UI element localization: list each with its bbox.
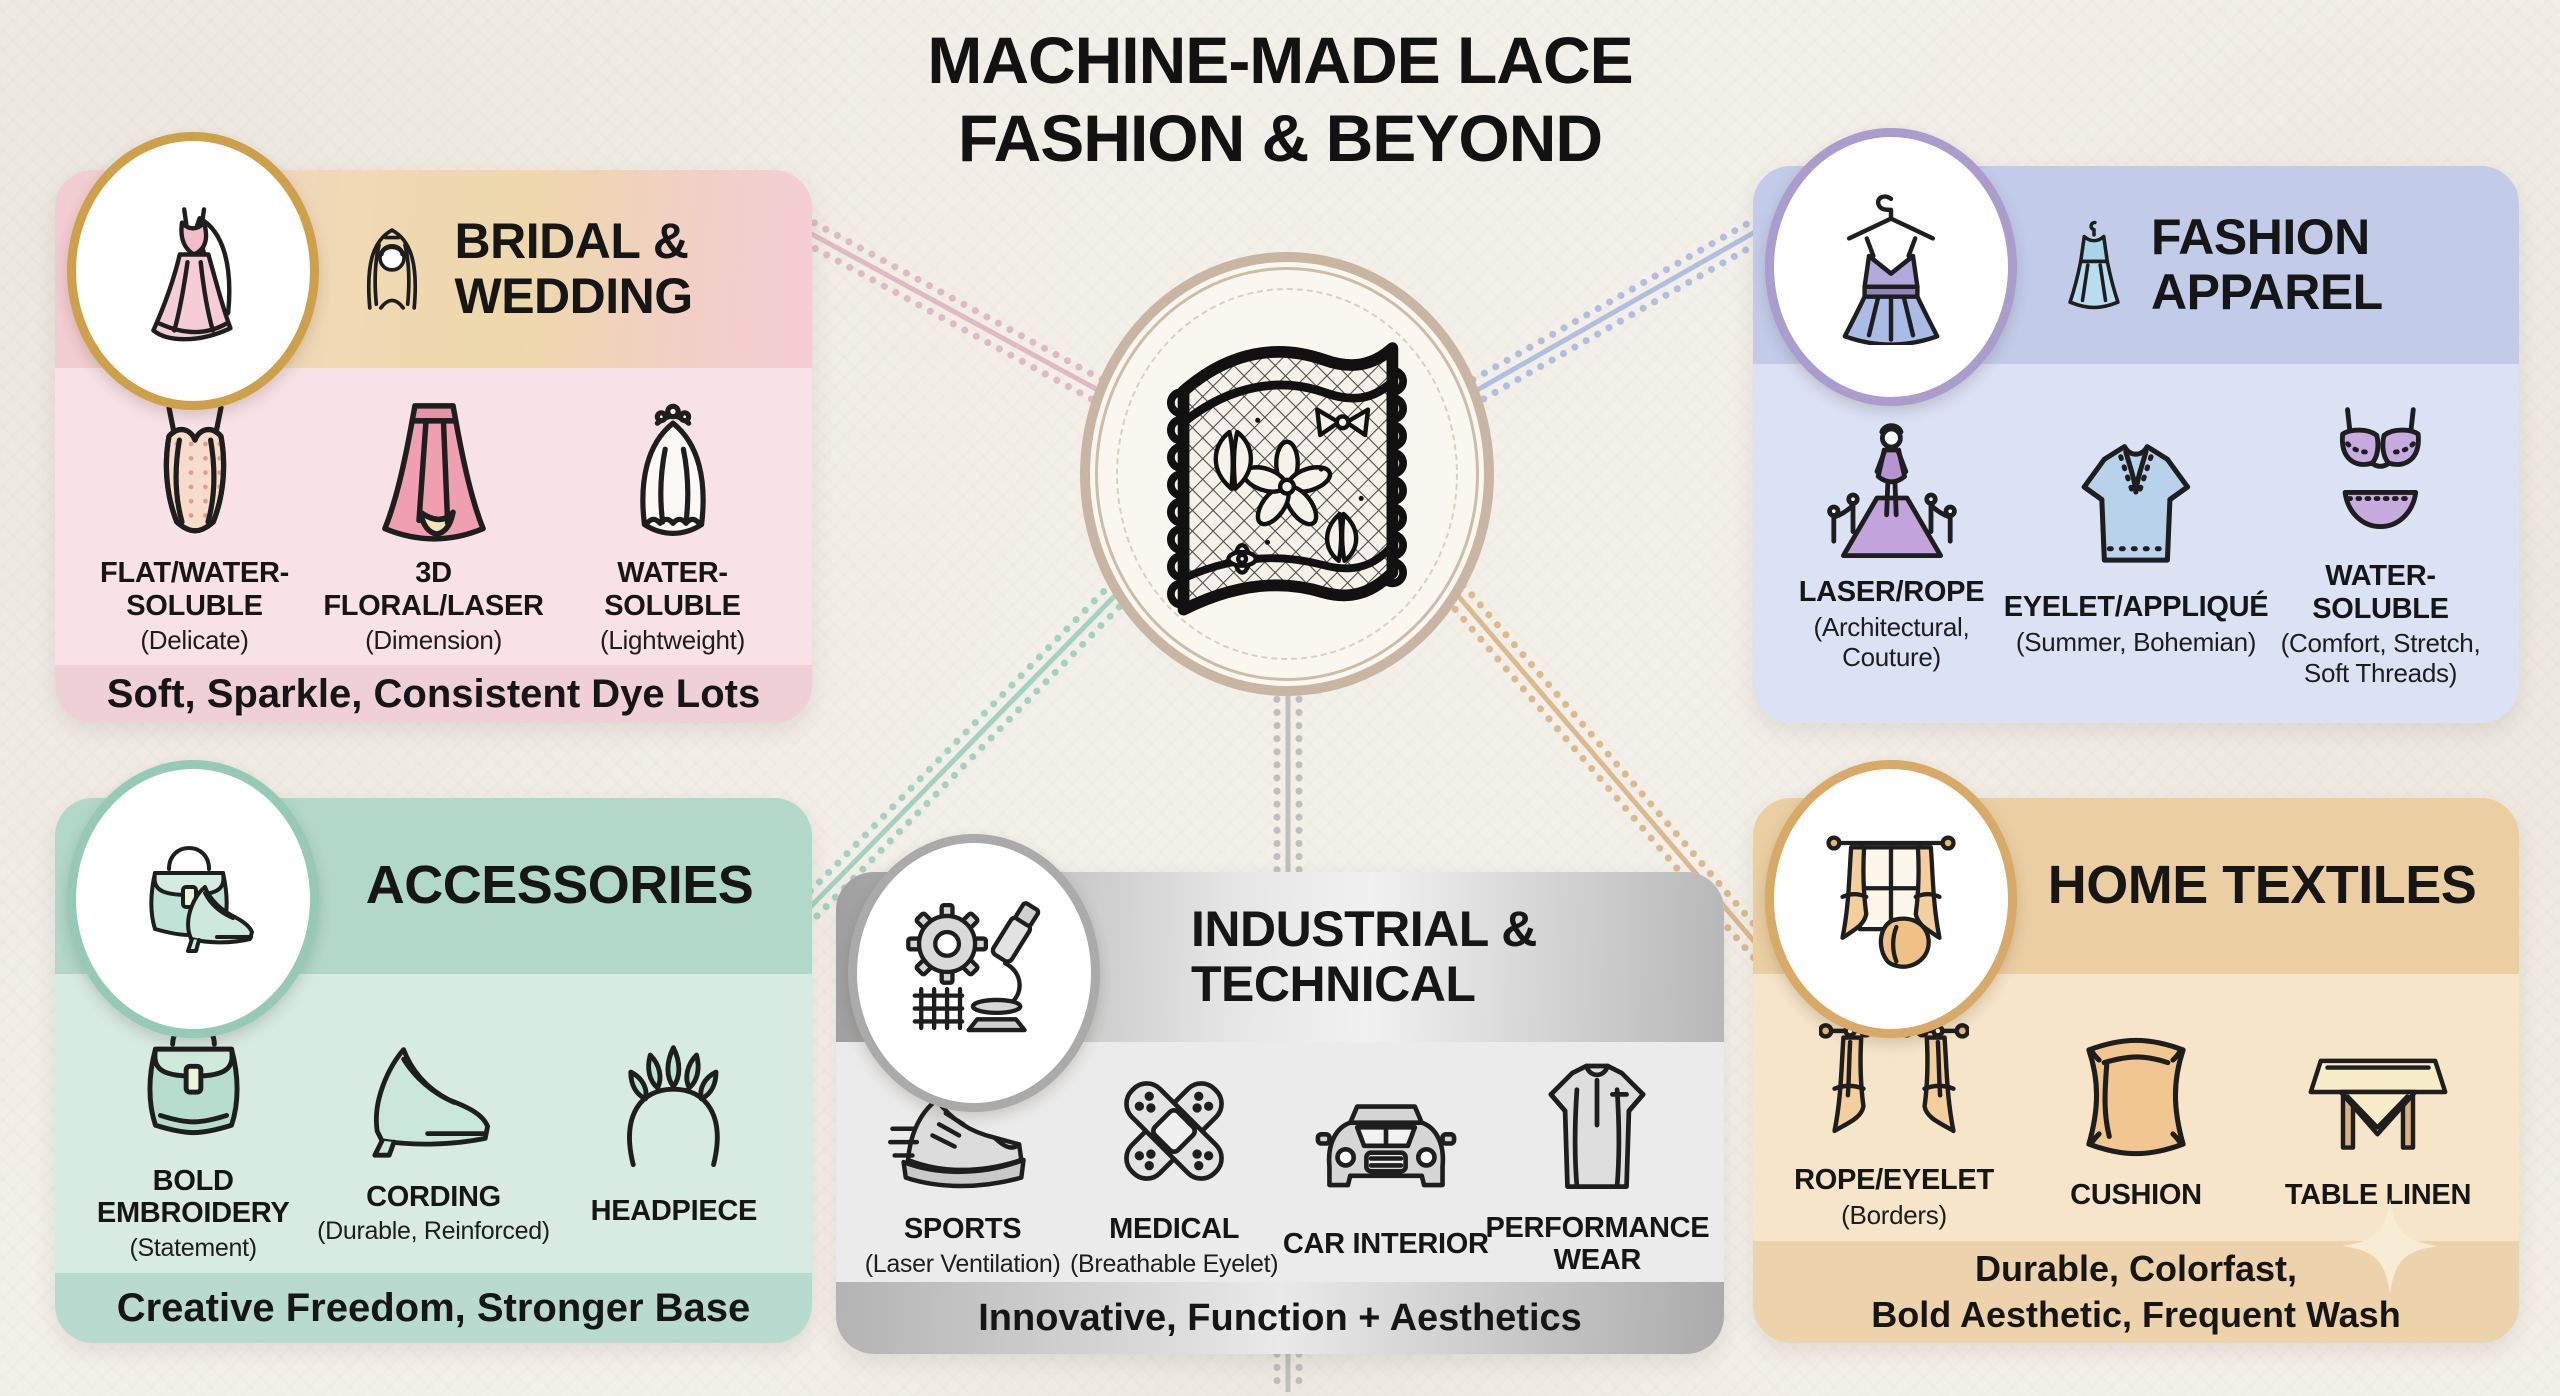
item-sublabel: (Summer, Bohemian) <box>2015 626 2257 657</box>
title-line-2: FASHION & BEYOND <box>957 100 1603 175</box>
accessories-footer: Creative Freedom, Stronger Base <box>55 1273 812 1343</box>
page-title: MACHINE-MADE LACE FASHION & BEYOND <box>0 22 2560 178</box>
curtain-window-icon <box>1826 835 1956 969</box>
panel-bridal-wedding: BRIDAL & WEDDING <box>55 132 812 723</box>
item-sublabel: (Breathable Eyelet) <box>1070 1249 1279 1278</box>
handbag-icon <box>126 985 261 1153</box>
item-label: BOLD EMBROIDERY <box>96 1164 290 1230</box>
item-label: 3D FLORAL/LASER <box>323 557 544 622</box>
blouse-icon <box>2064 411 2209 579</box>
table-linen-icon <box>2303 999 2453 1167</box>
corset-icon <box>130 377 260 545</box>
fashion-items: LASER/ROPE (Architectural, Couture) EYEL… <box>1753 364 2519 705</box>
industrial-footer-text: Innovative, Function + Aesthetics <box>978 1296 1582 1339</box>
skirt-icon <box>364 377 504 545</box>
item-sublabel: (Borders) <box>1841 1199 1947 1230</box>
bandage-icon <box>1104 1045 1244 1201</box>
item-label: CORDING <box>366 1180 501 1213</box>
home-footer-text: Durable, Colorfast, Bold Aesthetic, Freq… <box>1871 1247 2401 1335</box>
home-item-3: TABLE LINEN <box>2259 999 2497 1215</box>
accessories-items: BOLD EMBROIDERY (Statement) CORDING (Dur… <box>55 974 812 1273</box>
fashion-title: FASHION APPAREL <box>2151 209 2383 320</box>
bridal-title: BRIDAL & WEDDING <box>454 213 694 324</box>
bridal-footer-text: Soft, Sparkle, Consistent Dye Lots <box>106 671 761 716</box>
item-sublabel: (Comfort, Stretch, Soft Threads) <box>2280 628 2481 688</box>
industrial-item-2: MEDICAL (Breathable Eyelet) <box>1070 1045 1279 1278</box>
accessories-item-3: HEADPIECE <box>554 1015 794 1231</box>
industrial-title: INDUSTRIAL & TECHNICAL <box>1191 901 1537 1012</box>
item-label: ROPE/EYELET <box>1794 1164 1994 1197</box>
industrial-item-3: CAR INTERIOR <box>1283 1060 1489 1264</box>
high-heel-icon <box>358 1001 508 1169</box>
sneaker-icon <box>887 1045 1038 1201</box>
lace-swatch-icon <box>1166 342 1408 616</box>
item-label: CUSHION <box>2070 1179 2202 1212</box>
item-label: TABLE LINEN <box>2284 1179 2472 1212</box>
industrial-badge-circle <box>848 834 1100 1112</box>
home-items: ROPE/EYELET (Borders) CUSHION <box>1753 974 2519 1241</box>
veil-icon <box>608 377 738 545</box>
item-label: SPORTS <box>903 1213 1022 1246</box>
item-sublabel: (Delicate) <box>140 625 249 656</box>
cushion-icon <box>2066 999 2206 1167</box>
item-sublabel: (Architectural, Couture) <box>1813 611 1970 672</box>
gear-microscope-icon <box>906 901 1041 1033</box>
item-label: FLAT/WATER-SOLUBLE <box>100 557 289 622</box>
sparkle-icon <box>2342 1198 2438 1294</box>
wedding-dress-icon <box>151 207 233 342</box>
accessories-item-2: CORDING (Durable, Reinforced) <box>313 1001 553 1246</box>
industrial-item-4: PERFORMANCE WEAR <box>1485 1044 1710 1281</box>
accessories-badge-circle <box>67 760 319 1038</box>
performance-shirt-icon <box>1532 1044 1662 1200</box>
panel-home-textiles: HOME TEXTILES <box>1753 760 2519 1343</box>
car-icon <box>1311 1060 1461 1216</box>
industrial-item-1: SPORTS (Laser Ventilation) <box>860 1045 1066 1278</box>
item-label: WATER-SOLUBLE <box>604 557 741 622</box>
bride-veil-icon <box>355 221 429 317</box>
item-label: CAR INTERIOR <box>1282 1227 1489 1260</box>
title-line-1: MACHINE-MADE LACE <box>927 23 1633 97</box>
accessories-item-1: BOLD EMBROIDERY (Statement) <box>73 985 313 1263</box>
item-label: MEDICAL <box>1109 1213 1240 1246</box>
accessories-footer-text: Creative Freedom, Stronger Base <box>116 1285 751 1330</box>
item-sublabel: (Durable, Reinforced) <box>317 1217 550 1246</box>
industrial-footer: Innovative, Function + Aesthetics <box>836 1282 1724 1354</box>
fashion-item-1: LASER/ROPE (Architectural, Couture) <box>1771 396 2012 672</box>
home-item-2: CUSHION <box>2017 999 2255 1215</box>
item-sublabel: (Statement) <box>129 1233 258 1262</box>
bridal-badge-circle <box>67 132 319 410</box>
item-sublabel: (Lightweight) <box>600 625 745 656</box>
runway-model-icon <box>1817 396 1967 564</box>
fashion-badge-circle <box>1765 128 2017 406</box>
bridal-items: FLAT/WATER-SOLUBLE (Delicate) 3D FLORAL/… <box>55 368 812 665</box>
home-title: HOME TEXTILES <box>2047 855 2477 916</box>
bridal-footer: Soft, Sparkle, Consistent Dye Lots <box>55 665 812 723</box>
item-sublabel: (Laser Ventilation) <box>864 1249 1061 1278</box>
accessories-title: ACCESSORIES <box>365 855 754 916</box>
panel-fashion-apparel: FASHION APPAREL <box>1753 128 2519 723</box>
handbag-heel-icon <box>149 846 254 953</box>
item-label: PERFORMANCE WEAR <box>1485 1211 1710 1276</box>
headpiece-icon <box>604 1015 744 1183</box>
bridal-item-3: WATER-SOLUBLE (Lightweight) <box>555 377 790 656</box>
mini-dress-icon <box>2063 219 2125 311</box>
item-label: EYELET/APPLIQUÉ <box>2003 591 2269 624</box>
item-label: LASER/ROPE <box>1798 576 1985 609</box>
lingerie-icon <box>2311 380 2451 548</box>
item-sublabel: (Dimension) <box>365 625 502 656</box>
bridal-item-1: FLAT/WATER-SOLUBLE (Delicate) <box>77 377 312 656</box>
dress-hanger-icon <box>1842 194 1940 345</box>
home-badge-circle <box>1765 760 2017 1038</box>
fashion-item-3: WATER-SOLUBLE (Comfort, Stretch, Soft Th… <box>2260 380 2501 689</box>
medallion-inner-ring <box>1095 267 1479 681</box>
bridal-item-2: 3D FLORAL/LASER (Dimension) <box>316 377 551 656</box>
industrial-items: SPORTS (Laser Ventilation) <box>836 1042 1724 1282</box>
item-label: HEADPIECE <box>590 1195 758 1228</box>
medallion-lace-ring <box>1116 288 1458 660</box>
panel-industrial-technical: INDUSTRIAL & TECHNICAL <box>836 834 1724 1354</box>
center-medallion <box>1080 252 1494 696</box>
fashion-item-2: EYELET/APPLIQUÉ (Summer, Bohemian) <box>2004 411 2269 657</box>
item-label: WATER-SOLUBLE <box>2312 560 2449 625</box>
panel-accessories: ACCESSORIES <box>55 760 812 1343</box>
